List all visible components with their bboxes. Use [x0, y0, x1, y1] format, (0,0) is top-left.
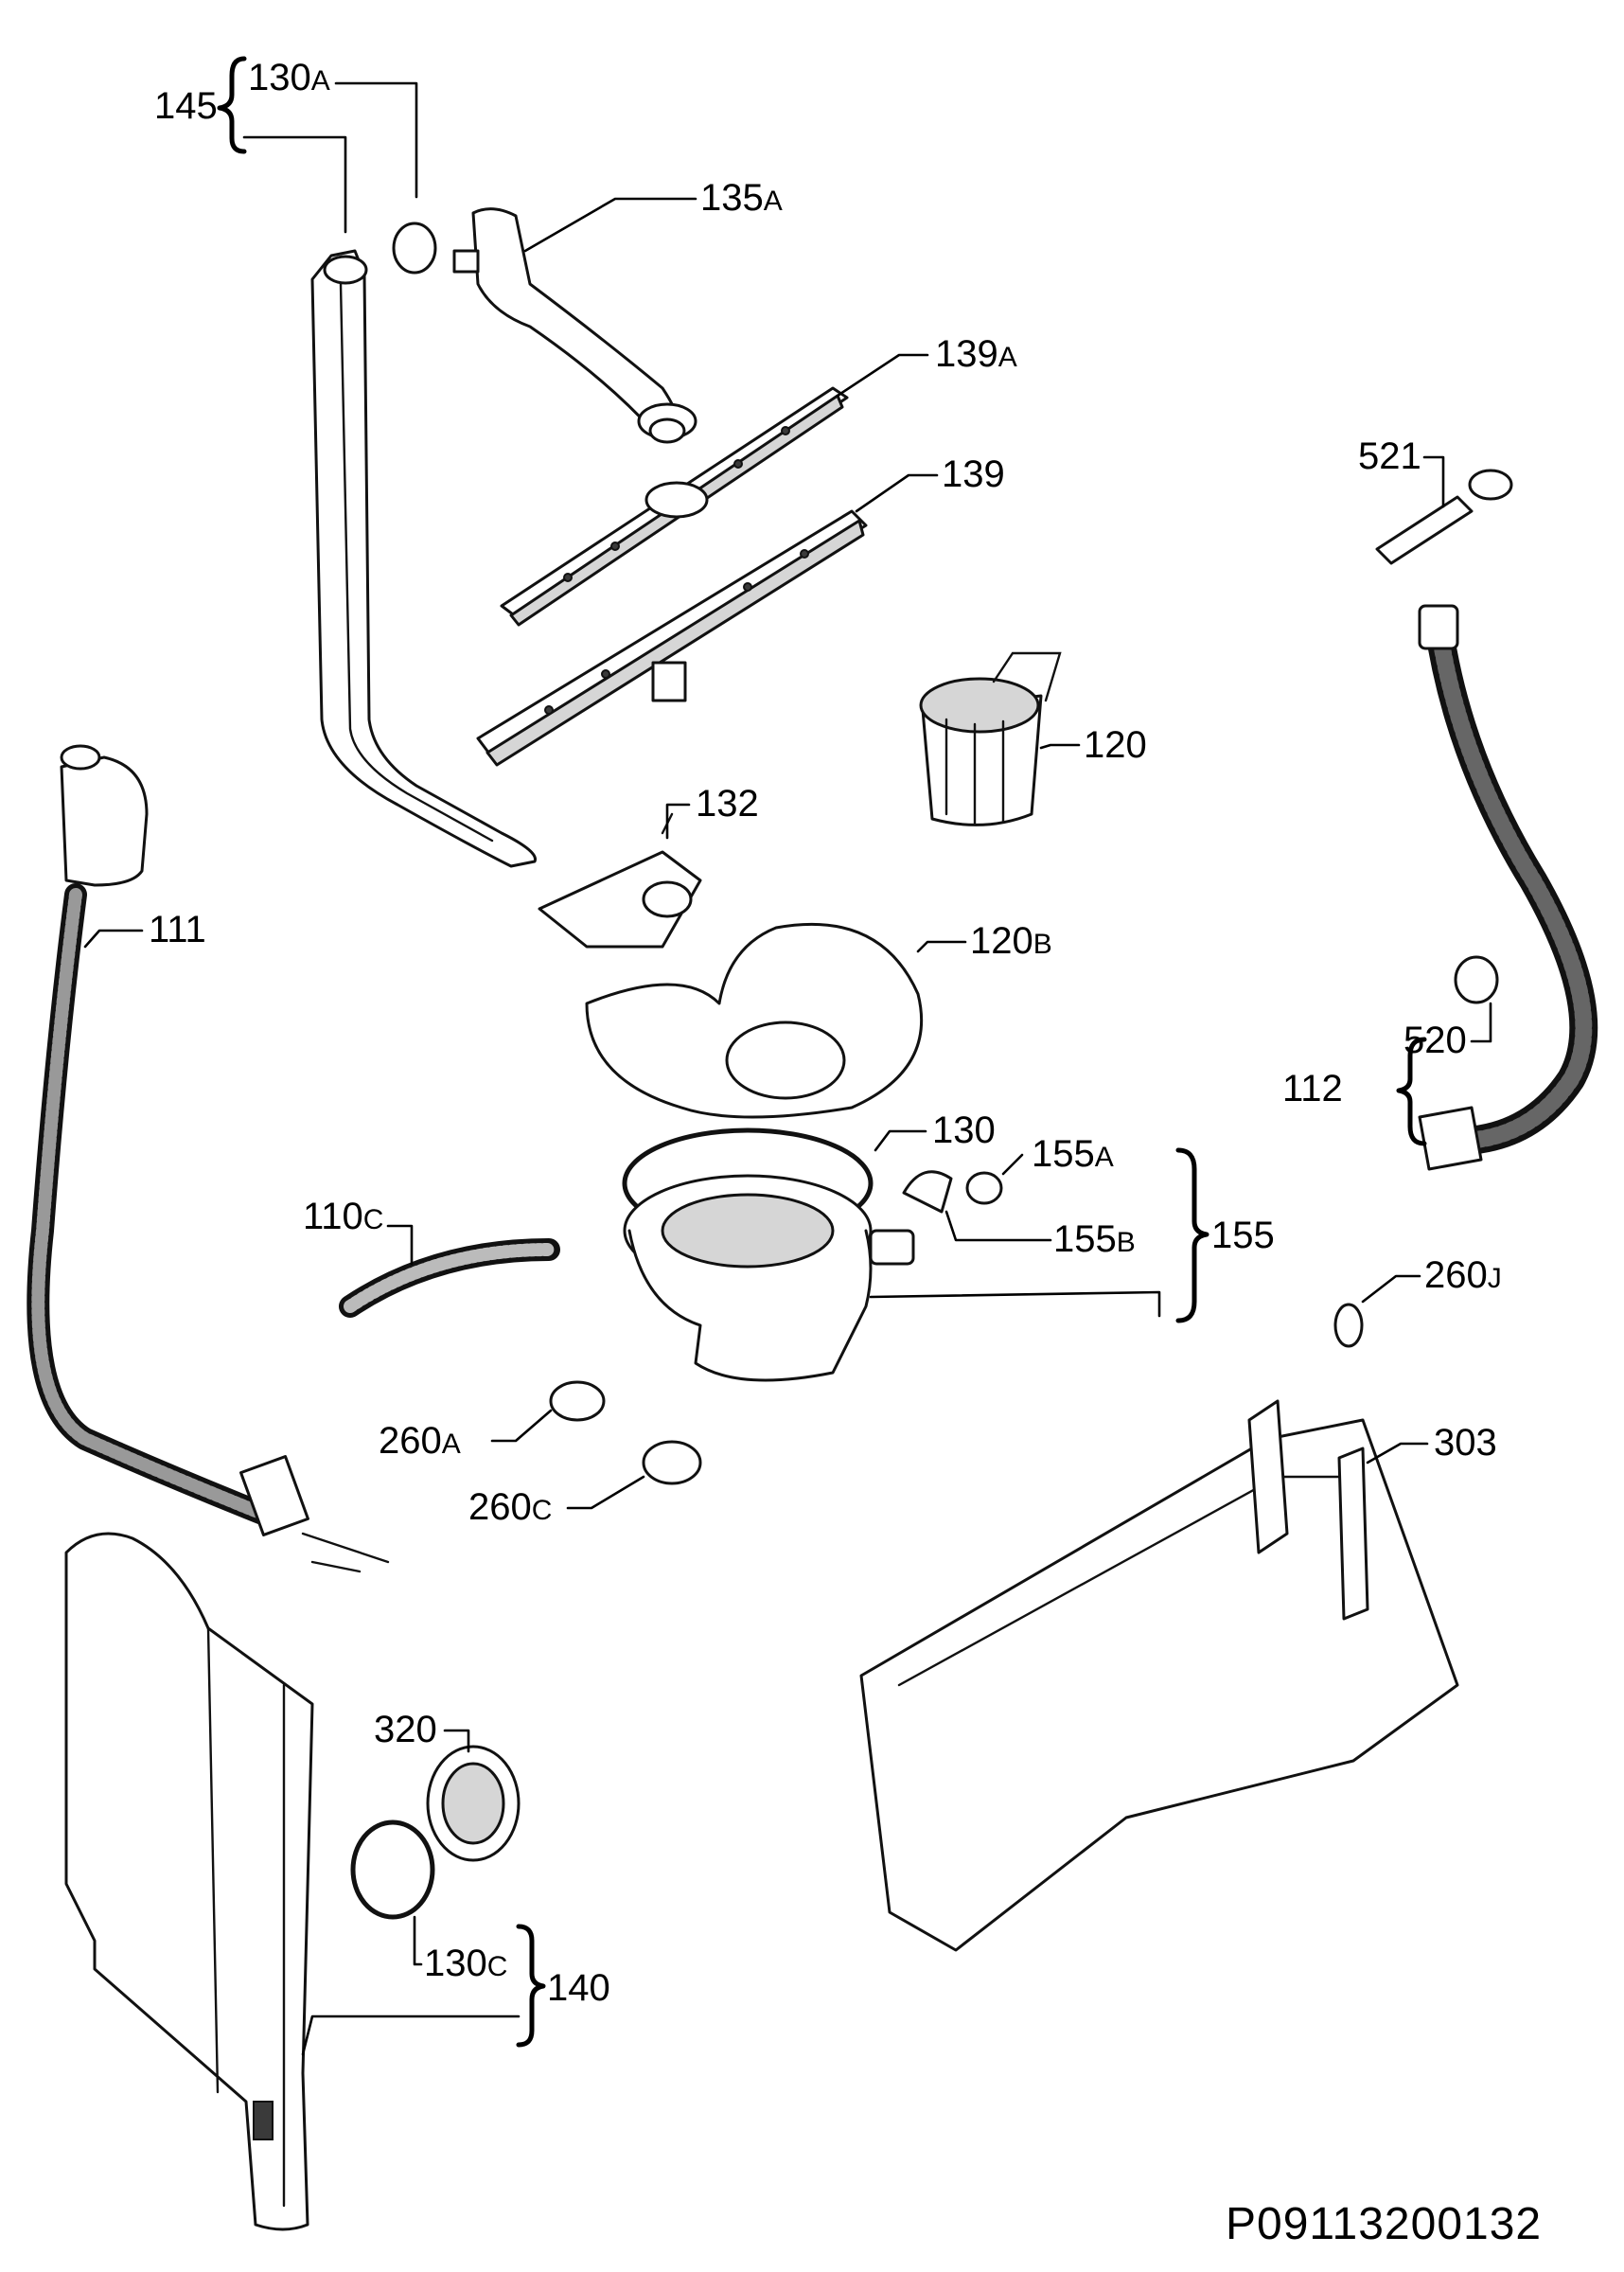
label-320: 320 [374, 1709, 437, 1750]
label-139a: 139A [935, 333, 1017, 375]
label-120b: 120B [970, 920, 1052, 962]
label-130c: 130C [424, 1943, 507, 1984]
label-155: 155 [1211, 1215, 1275, 1256]
label-140: 140 [547, 1967, 610, 2009]
inlet-hose [26, 744, 390, 1573]
label-521: 521 [1358, 435, 1421, 477]
label-132: 132 [696, 783, 759, 825]
clamp-c [642, 1440, 702, 1485]
part-labels: 145 130A 135A 139A 139 521 120 132 111 1… [149, 57, 1502, 2009]
cap-seal [350, 1819, 435, 1920]
label-130a: 130A [248, 57, 330, 98]
label-520: 520 [1403, 1020, 1467, 1061]
label-260j: 260J [1424, 1254, 1502, 1296]
brace-155 [1175, 1147, 1209, 1323]
label-135a: 135A [700, 177, 783, 219]
label-260c: 260C [468, 1486, 552, 1528]
non-return-valve [1454, 955, 1499, 1004]
connecting-hose [339, 1238, 560, 1318]
side-container [64, 1532, 314, 2231]
label-260a: 260A [379, 1420, 461, 1462]
base-tray [859, 1399, 1459, 1952]
o-ring-small [392, 222, 437, 275]
hose-clip [1375, 469, 1513, 565]
upper-supply-pipe [310, 249, 538, 868]
upper-spray-arm [500, 386, 849, 627]
label-111: 111 [149, 909, 206, 950]
brace-140 [516, 1924, 546, 2048]
label-145: 145 [154, 85, 218, 127]
sump-seal [965, 1171, 1003, 1205]
clamp-j [1333, 1303, 1364, 1348]
drain-hose [1418, 604, 1598, 1171]
leader-lines [83, 81, 1492, 2056]
drawing-code: P09113200132 [1226, 2199, 1542, 2249]
label-112: 112 [1282, 1068, 1343, 1109]
sump-cover [902, 1170, 953, 1214]
label-139: 139 [942, 453, 1005, 495]
label-130: 130 [932, 1109, 996, 1151]
sump-assembly [623, 1174, 915, 1382]
label-120: 120 [1084, 724, 1147, 766]
label-303: 303 [1434, 1422, 1497, 1464]
label-155b: 155B [1053, 1218, 1136, 1260]
container-cap [426, 1745, 521, 1862]
label-155a: 155A [1032, 1133, 1114, 1175]
brace-145 [217, 56, 247, 154]
brace-112 [1396, 1037, 1427, 1146]
microfilter-plate [585, 922, 924, 1119]
upper-arm-connector [452, 207, 697, 444]
lower-spray-arm [476, 509, 868, 767]
label-110c: 110C [303, 1196, 383, 1237]
sensor-bracket [538, 812, 702, 949]
clamp-a [549, 1380, 606, 1422]
filter [919, 651, 1062, 826]
